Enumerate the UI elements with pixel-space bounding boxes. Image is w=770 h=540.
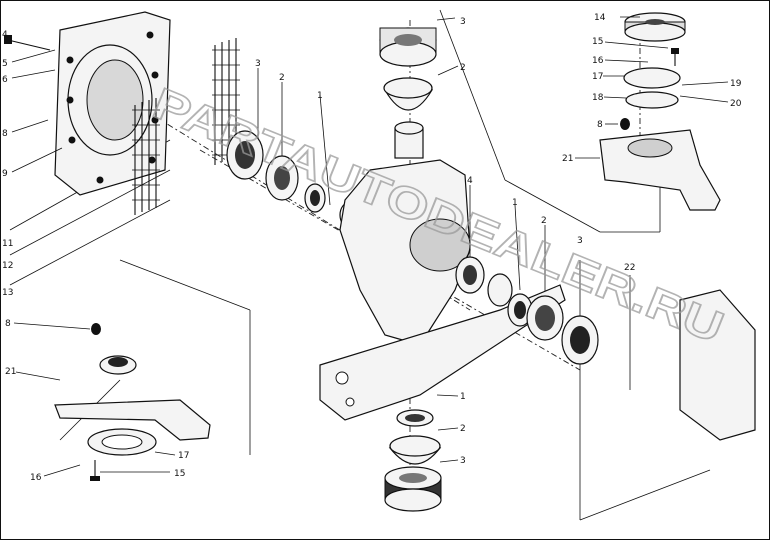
callout-3-right: 3 xyxy=(577,236,583,246)
guide-lines xyxy=(9,9,711,521)
callout-8-topleft: 8 xyxy=(2,129,8,139)
callout-6-topleft: 6 xyxy=(2,75,8,85)
bolt-icon-left xyxy=(90,460,100,481)
callout-13-topleft: 13 xyxy=(2,288,13,298)
callout-17-bottomleft: 17 xyxy=(178,451,189,461)
callout-1-left: 1 xyxy=(317,91,323,101)
callout-19: 19 xyxy=(730,79,742,89)
callout-2-top: 2 xyxy=(460,63,466,73)
callout-8-right: 8 xyxy=(597,120,603,130)
callout-3-bottom: 3 xyxy=(460,456,466,466)
callout-2-bottom: 2 xyxy=(460,424,466,434)
flange-housing xyxy=(54,11,171,196)
callout-leaders xyxy=(11,16,729,477)
lever-arm-right xyxy=(599,129,721,211)
bolt-icon xyxy=(4,35,51,51)
callout-15-right: 15 xyxy=(592,37,603,47)
callout-2-left: 2 xyxy=(279,73,285,83)
shim-pack-upper xyxy=(212,38,240,165)
cap-assembly-right xyxy=(623,12,686,109)
callout-3-top: 3 xyxy=(460,17,466,27)
callout-1-right: 1 xyxy=(512,198,518,208)
bearing-top xyxy=(379,27,437,111)
callout-16-right: 16 xyxy=(592,56,604,66)
bearing-left xyxy=(226,130,361,229)
callout-15-bottomleft: 15 xyxy=(174,469,185,479)
callout-12-topleft: 12 xyxy=(2,261,13,271)
shim-pack-lower xyxy=(132,98,160,215)
nut-icon-left xyxy=(91,323,101,335)
callout-3-left: 3 xyxy=(255,59,261,69)
callout-21-right: 21 xyxy=(562,154,573,164)
callout-18: 18 xyxy=(592,93,604,103)
housing-cover xyxy=(679,289,756,441)
callout-14: 14 xyxy=(594,13,606,23)
callout-21-bottomleft: 21 xyxy=(5,367,16,377)
callout-22: 22 xyxy=(624,263,635,273)
bearing-bottom xyxy=(384,409,442,512)
bearing-right xyxy=(455,256,599,365)
callout-9-topleft: 9 xyxy=(2,169,8,179)
callout-8-bottomleft: 8 xyxy=(5,319,11,329)
callout-20: 20 xyxy=(730,99,742,109)
nut-icon-right xyxy=(620,118,630,130)
callout-4-topleft: 4 xyxy=(2,30,8,40)
callout-labels: 3 2 14 15 16 17 18 19 20 8 21 3 2 1 4 1 … xyxy=(2,13,742,483)
lever-arm-left xyxy=(54,355,211,456)
callout-11-topleft: 11 xyxy=(2,239,13,249)
callout-16-bottomleft: 16 xyxy=(30,473,42,483)
steering-knuckle-body xyxy=(319,121,566,421)
callout-4: 4 xyxy=(467,176,473,186)
bolt-icon-right xyxy=(671,48,679,66)
callout-5-topleft: 5 xyxy=(2,59,8,69)
callout-1-bottom: 1 xyxy=(460,392,466,402)
callout-17-right: 17 xyxy=(592,72,603,82)
callout-2-right: 2 xyxy=(541,216,547,226)
